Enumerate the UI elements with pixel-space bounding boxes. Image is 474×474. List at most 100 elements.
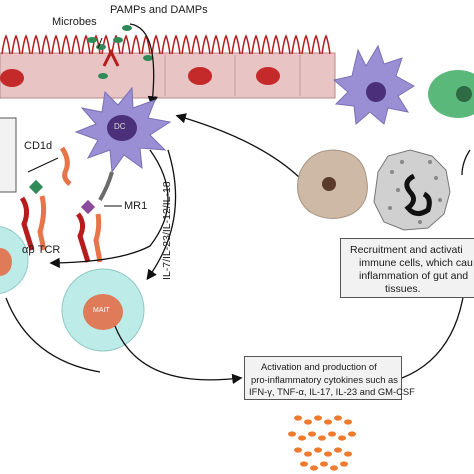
- mait-label: MAIT: [93, 307, 110, 314]
- cytokine-arrow-to-nkt: [49, 149, 169, 269]
- cytokine-particle: [308, 431, 316, 437]
- microvillus: [241, 34, 251, 55]
- microvillus: [121, 34, 131, 55]
- microvillus: [251, 34, 261, 55]
- recruitment-arrow: [175, 113, 301, 179]
- cytokine-particle: [300, 461, 308, 467]
- microvillus: [281, 34, 291, 55]
- cytokine-particles: [288, 415, 356, 471]
- cytokine-particle: [304, 451, 312, 457]
- cytokine-particle: [294, 447, 302, 453]
- cytokine-particle: [334, 447, 342, 453]
- epithelial-layer: [0, 34, 336, 99]
- recruitment-box: Recruitment and activati immune cells, w…: [340, 238, 474, 298]
- pamps-arrow: [129, 23, 158, 107]
- receptor-on-epithelium: [102, 48, 120, 67]
- cytokine-arrow-to-mait: [146, 149, 177, 281]
- epithelial-nucleus: [188, 67, 212, 85]
- pamps-damps-label: PAMPs and DAMPs: [110, 4, 208, 16]
- cytokine-particle: [304, 419, 312, 425]
- cytokine-particle: [328, 431, 336, 437]
- microvillus: [291, 34, 301, 55]
- microvillus: [81, 34, 91, 55]
- granulocyte-nucleus: [404, 173, 432, 216]
- microvillus: [201, 34, 211, 55]
- activation-box: Activation and production of pro-inflamm…: [244, 356, 415, 400]
- dc-nucleus: [107, 115, 137, 141]
- cytokine-particle: [338, 435, 346, 441]
- microvillus: [71, 34, 81, 55]
- cytokine-particle: [324, 451, 332, 457]
- microvillus: [171, 34, 181, 55]
- nkt-cell: [0, 226, 29, 294]
- cd1d-complex: [19, 146, 72, 251]
- microvillus: [271, 34, 281, 55]
- microvillus: [221, 34, 231, 55]
- recruitment-line-1: Recruitment and activati: [350, 244, 463, 256]
- activation-line-2: pro-inflammatory cytokines such as: [251, 373, 398, 385]
- cytokines-vertical-label: IL-7/IL-23/IL-12/IL-18: [161, 181, 173, 280]
- epithelial-nucleus: [256, 67, 280, 85]
- microvillus: [261, 34, 271, 55]
- microvillus: [211, 34, 221, 55]
- cytokine-particle: [298, 435, 306, 441]
- microvillus: [161, 34, 171, 55]
- epithelial-nucleus: [0, 69, 24, 87]
- green-immune-cell: [428, 70, 474, 118]
- microbe: [122, 25, 132, 31]
- microvillus: [41, 34, 51, 55]
- nkt-cell-body: [0, 226, 29, 294]
- cytokine-particle: [288, 431, 296, 437]
- cytokine-particle: [344, 419, 352, 425]
- microvillus: [51, 34, 61, 55]
- mr1-molecule: [98, 171, 114, 201]
- microbe: [96, 44, 106, 50]
- mr1-antigen: [80, 199, 96, 215]
- microvillus: [61, 34, 71, 55]
- dc-label: DC: [114, 122, 126, 131]
- recruitment-line-2: immune cells, which cau: [359, 257, 473, 269]
- lipid-antigen: [28, 179, 44, 195]
- microbe: [98, 73, 108, 79]
- microvillus: [111, 34, 121, 55]
- recruitment-line-4: tissues.: [385, 283, 421, 295]
- microvillus: [191, 34, 201, 55]
- cd1d-molecule: [59, 146, 72, 186]
- microvillus: [131, 34, 141, 55]
- microvillus: [181, 34, 191, 55]
- cytokine-particle: [334, 415, 342, 421]
- microbe: [113, 37, 123, 43]
- cytokine-particle: [318, 435, 326, 441]
- immune-cells-right: [297, 44, 474, 231]
- cd1d-label: CD1d: [24, 140, 53, 152]
- cytokine-particle: [330, 465, 338, 471]
- mait-cell-nucleus: [83, 294, 123, 330]
- cytokine-particle: [294, 415, 302, 421]
- microvillus: [321, 34, 331, 55]
- nkt-cell-nucleus: [0, 248, 12, 276]
- cytokine-particle: [314, 447, 322, 453]
- ab-tcr-label: αβ TCR: [22, 244, 61, 256]
- microvillus: [301, 34, 311, 55]
- dendritic-cell: [74, 86, 172, 174]
- epithelial-nuclei: [0, 55, 301, 96]
- mait-tcr: [75, 212, 91, 263]
- cytokine-particle: [348, 431, 356, 437]
- activation-line-1: Activation and production of: [261, 361, 377, 372]
- cytokine-particle: [314, 415, 322, 421]
- microvillus: [31, 34, 41, 55]
- recruited-dc-nucleus: [366, 82, 386, 102]
- microvillus: [11, 34, 21, 55]
- microvilli: [1, 34, 331, 55]
- mr1-label: MR1: [124, 200, 148, 212]
- microvillus: [21, 34, 31, 55]
- microbe: [87, 37, 97, 43]
- cytokine-particle: [320, 461, 328, 467]
- activation-line-3: IFN-γ, TNF-α, IL-17, IL-23 and GM-CSF: [249, 386, 415, 397]
- cytokine-particle: [344, 451, 352, 457]
- macrophage-nucleus: [322, 177, 336, 191]
- cytokine-particle: [324, 419, 332, 425]
- microvillus: [141, 34, 151, 55]
- epithelium-band: [0, 53, 335, 98]
